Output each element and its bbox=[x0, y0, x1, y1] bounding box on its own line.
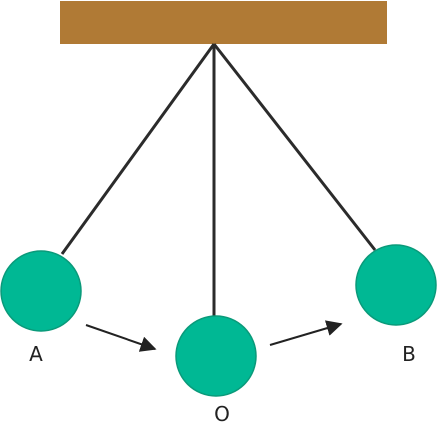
label-a: A bbox=[29, 342, 43, 366]
bob-center bbox=[175, 315, 257, 397]
label-b: B bbox=[402, 342, 416, 366]
label-o: O bbox=[214, 402, 230, 426]
ceiling-support bbox=[60, 1, 387, 44]
bob-left bbox=[0, 250, 82, 332]
arrow-o-to-b bbox=[269, 320, 343, 346]
string-right bbox=[212, 43, 377, 251]
arrow-a-to-o bbox=[85, 324, 157, 352]
string-left bbox=[60, 43, 216, 255]
bob-right bbox=[355, 244, 437, 326]
